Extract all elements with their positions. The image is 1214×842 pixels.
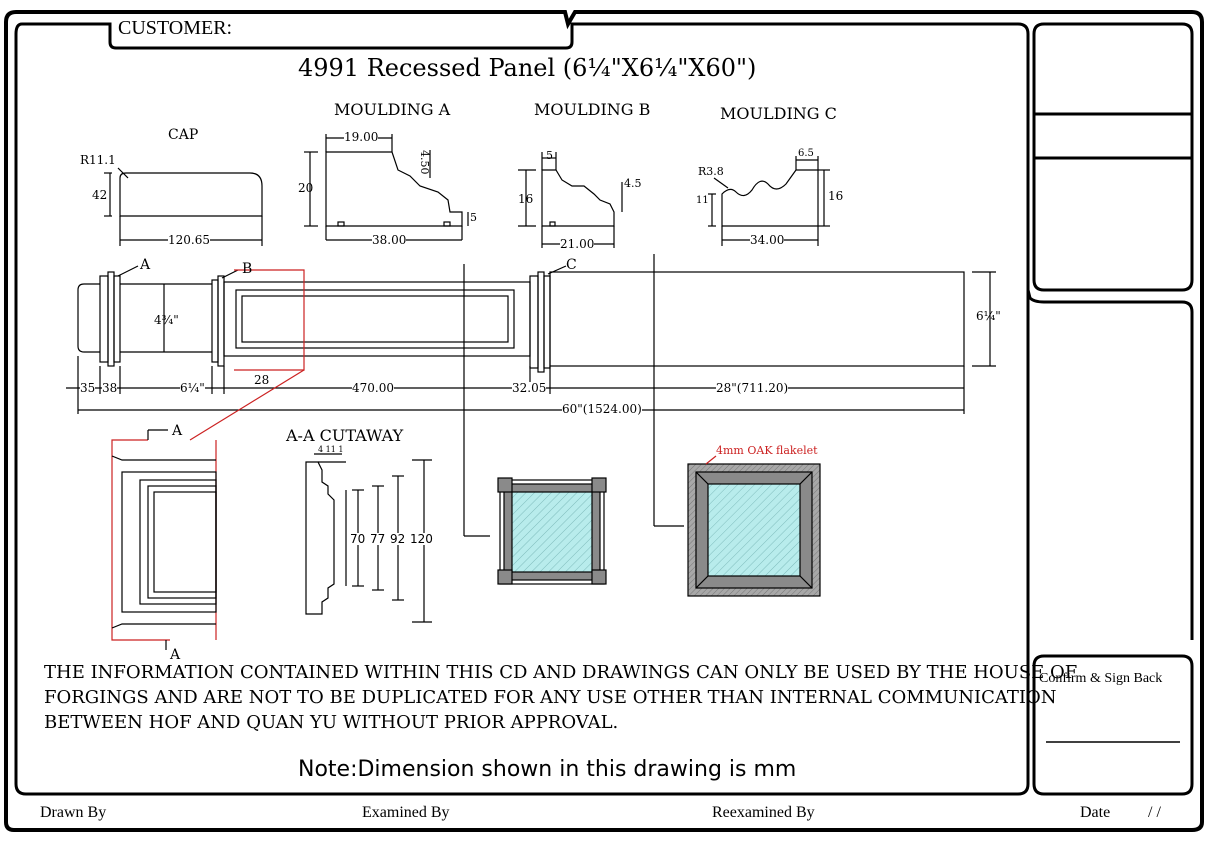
post-width: 6¼" [976, 309, 1001, 323]
moulding-c-width: 34.00 [750, 233, 785, 247]
large-square-section [687, 455, 821, 597]
section-mark-top: A [172, 423, 183, 439]
moulding-c-radius: R3.8 [698, 165, 724, 178]
moulding-a-top: 19.00 [344, 130, 379, 144]
cap-height: 42 [92, 188, 108, 202]
cutaway-top-dims: 4 11 1 [318, 445, 344, 454]
customer-label: CUSTOMER: [118, 17, 233, 39]
moulding-c-top: 6.5 [798, 148, 814, 159]
flakelet-label: 4mm OAK flakelet [716, 444, 818, 457]
disclaimer-line-2: FORGINGS AND ARE NOT TO BE DUPLICATED FO… [44, 687, 1057, 708]
sheet-border [4, 10, 1204, 832]
moulding-b-profile [518, 152, 623, 248]
moulding-a-foot: 5 [470, 211, 477, 224]
cap-label: CAP [168, 127, 199, 143]
dim-overall: 60"(1524.00) [562, 402, 642, 416]
title-block-notch [1026, 289, 1194, 640]
date-label: Date [1080, 804, 1111, 821]
confirm-label: Confirm & Sign Back [1039, 671, 1163, 686]
moulding-a-width: 38.00 [372, 233, 407, 247]
main-panel-border [14, 22, 1030, 796]
moulding-c-left-height: 11 [696, 195, 709, 206]
moulding-a-height: 20 [298, 181, 314, 195]
cutaway-dim-120: 120 [410, 532, 433, 546]
moulding-c-label: MOULDING C [720, 104, 837, 123]
dim-ring-a: 38 [102, 381, 118, 395]
mark-b: B [242, 261, 253, 277]
post-elevation [66, 254, 996, 537]
mark-a: A [140, 257, 151, 273]
cap-width: 120.65 [168, 233, 210, 247]
dim-ring-b: 28 [254, 373, 270, 387]
dim-panel: 470.00 [352, 381, 394, 395]
dim-neck: 6¼" [180, 381, 205, 395]
cutaway-dim-92: 92 [390, 532, 406, 546]
cutaway-dim-70: 70 [350, 532, 366, 546]
cap-radius: R11.1 [80, 153, 116, 167]
cutaway-label: A-A CUTAWAY [286, 426, 404, 445]
moulding-b-width: 21.00 [560, 237, 595, 251]
examined-by-label: Examined By [362, 804, 450, 821]
date-value: / / [1148, 804, 1161, 821]
small-square-section [497, 477, 607, 585]
disclaimer-line-3: BETWEEN HOF AND QUAN YU WITHOUT PRIOR AP… [44, 712, 619, 733]
dim-ring-c: 32.05 [512, 381, 547, 395]
confirm-box [1032, 654, 1194, 796]
title-block-top [1032, 22, 1194, 292]
moulding-c-height: 16 [828, 189, 844, 203]
drawing-title: 4991 Recessed Panel (6¼"X6¼"X60") [298, 54, 757, 82]
moulding-b-height: 16 [518, 192, 534, 206]
drawn-by-label: Drawn By [40, 804, 107, 821]
mark-c: C [566, 257, 577, 273]
section-a-detail [111, 429, 217, 650]
dim-post: 28"(711.20) [716, 381, 789, 395]
dim-cap: 35 [80, 381, 96, 395]
moulding-a-profile [304, 134, 469, 241]
moulding-a-step: 4.50 [418, 150, 431, 175]
disclaimer-line-1: THE INFORMATION CONTAINED WITHIN THIS CD… [44, 662, 1078, 683]
moulding-b-top: 5 [546, 149, 553, 162]
neck-width: 4¾" [154, 313, 179, 327]
moulding-b-step: 4.5 [624, 177, 642, 190]
moulding-a-label: MOULDING A [334, 100, 451, 119]
section-mark-bottom: A [170, 647, 181, 663]
moulding-b-label: MOULDING B [534, 100, 651, 119]
reexamined-by-label: Reexamined By [712, 804, 815, 821]
dimension-note: Note:Dimension shown in this drawing is … [298, 757, 797, 782]
cutaway-dim-77: 77 [370, 532, 386, 546]
section-marker [111, 269, 305, 641]
